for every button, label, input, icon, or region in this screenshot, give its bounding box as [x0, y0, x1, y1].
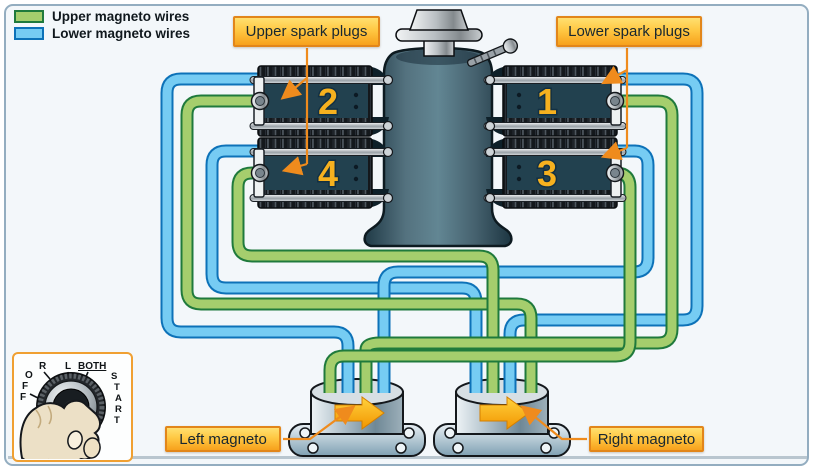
cylinder-3-number: 3: [537, 153, 557, 194]
lower-wire-cyl1: [503, 72, 704, 393]
lower-wire-cyl3: [377, 144, 655, 393]
switch-both-label: BOTH: [78, 361, 106, 372]
lower-spark-arrow-cyl3: [600, 141, 628, 161]
upper-spark-arrow-cyl4: [281, 156, 308, 176]
lower-wire-swatch: [14, 27, 44, 40]
engine: 2 4: [249, 9, 627, 248]
legend-label-lower: Lower magneto wires: [52, 26, 191, 41]
switch-start-letter-2: A: [115, 393, 122, 404]
switch-r-label: R: [39, 361, 47, 372]
lower-spark-arrow-cyl1: [601, 65, 628, 85]
thumbnail: [67, 430, 83, 450]
legend-label-upper: Upper magneto wires: [52, 9, 190, 24]
right-magneto-label: Right magneto: [589, 426, 704, 452]
cylinder-3: 3: [483, 137, 627, 209]
switch-off-letter-0: O: [25, 370, 33, 381]
lower-spark-plugs-label: Lower spark plugs: [556, 16, 702, 47]
propeller-hub: [395, 9, 483, 57]
leader-lines: [280, 48, 629, 441]
ignition-switch-art: O F F R L BOTH S T A R T: [19, 361, 122, 459]
finger: [83, 437, 101, 459]
switch-start-letter-0: S: [111, 371, 117, 382]
bolt-hole: [395, 442, 407, 454]
cylinder-1-number: 1: [537, 81, 557, 122]
lower-wire-cyl4: [205, 144, 483, 393]
upper-magneto-wires: [180, 94, 679, 393]
hand: [19, 399, 101, 459]
switch-start-letter-4: T: [114, 415, 120, 426]
bolt-hole: [452, 442, 464, 454]
bottom-divider-line: [8, 456, 807, 459]
cylinder-4: 4: [249, 137, 394, 209]
lower-wire-cyl2: [160, 72, 355, 393]
switch-start-letter-1: T: [114, 382, 120, 393]
legend-item-lower: Lower magneto wires: [14, 25, 190, 42]
bolt-hole: [403, 427, 415, 439]
left-magneto: [288, 378, 426, 457]
switch-l-label: L: [65, 361, 71, 372]
hand-shading: [35, 405, 53, 429]
upper-spark-plugs-label: Upper spark plugs: [233, 16, 380, 47]
upper-wire-swatch: [14, 10, 44, 23]
switch-off-letter-2: F: [20, 392, 26, 403]
right-magneto-leader: [520, 405, 587, 441]
lower-magneto-wires: [160, 72, 704, 393]
cylinder-4-number: 4: [318, 153, 338, 194]
upper-wire-cyl4: [231, 166, 500, 393]
right-magneto-arrow-icon: [479, 396, 530, 430]
switch-start-letter-3: R: [115, 404, 122, 415]
bolt-hole: [307, 442, 319, 454]
bolt-hole: [540, 442, 552, 454]
cylinder-2-number: 2: [318, 81, 338, 122]
upper-wire-cyl3: [323, 166, 637, 393]
left-magneto-leader: [283, 405, 356, 441]
upper-wire-cyl2: [180, 94, 538, 393]
crankcase-top-shadow: [396, 49, 480, 65]
bolt-hole: [444, 427, 456, 439]
legend-item-upper: Upper magneto wires: [14, 8, 190, 25]
bolt-hole: [299, 427, 311, 439]
legend: Upper magneto wires Lower magneto wires: [14, 8, 190, 42]
ignition-switch-panel: O F F R L BOTH S T A R T: [12, 352, 133, 462]
cylinder-2: 2: [249, 65, 394, 137]
upper-spark-arrow-cyl2: [280, 77, 308, 100]
left-magneto-label: Left magneto: [165, 426, 281, 452]
dipstick: [466, 38, 519, 67]
right-magneto: [433, 378, 571, 457]
upper-wire-cyl1: [359, 94, 679, 393]
switch-off-letter-1: F: [22, 381, 28, 392]
cylinder-1: 1: [483, 65, 627, 137]
